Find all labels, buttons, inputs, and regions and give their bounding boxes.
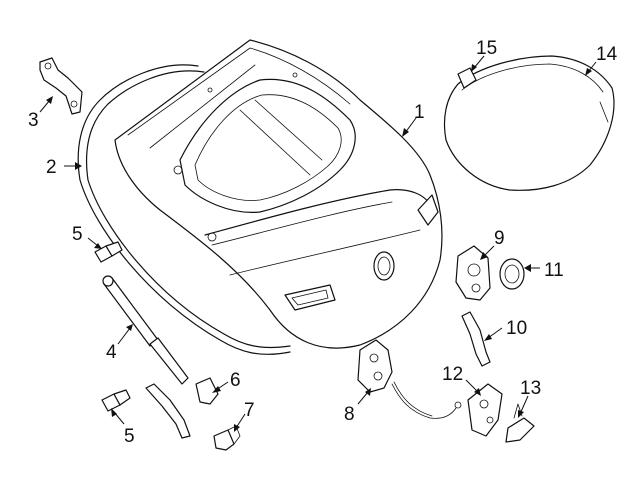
callout-labels: 1 2 3 4 5 5 6 7 8 9 10 11 12 13 14 15 [28,38,618,447]
callout-5-lower: 5 [124,426,135,447]
bumper-stop [195,377,219,405]
callout-9: 9 [494,228,505,249]
callout-14: 14 [596,44,618,65]
glass-bumper [457,67,477,89]
ball-stud-upper [94,241,123,263]
callout-15: 15 [476,38,497,59]
callout-8: 8 [344,404,355,425]
hinge [39,57,83,115]
leader-lines [39,55,597,432]
liftgate-panel [114,39,443,349]
lift-support-strut [102,275,189,385]
callout-3: 3 [28,110,39,131]
callout-2: 2 [46,157,57,178]
callout-13: 13 [520,378,541,399]
ball-stud-lower [101,389,131,412]
lock-actuator [467,383,503,437]
callout-7: 7 [244,400,255,421]
latch-assembly [357,339,462,419]
tail-lamp-right [417,194,439,226]
strut-bracket [145,383,191,439]
mounting-bracket [505,403,535,443]
callout-6: 6 [230,370,241,391]
release-actuator [455,245,491,301]
callout-1: 1 [414,102,425,123]
callout-12: 12 [442,364,463,385]
weatherstrip-seal [77,64,291,355]
emblem-icon [373,251,395,281]
callout-4: 4 [106,342,117,363]
retainer-clip [213,425,241,451]
grommet-ring [499,258,525,290]
tail-lamp-left [284,284,336,311]
callout-5-upper: 5 [72,224,83,245]
liftgate-glass [443,55,615,191]
drain-hose [461,311,491,367]
callout-11: 11 [544,260,564,281]
callout-10: 10 [506,318,527,339]
